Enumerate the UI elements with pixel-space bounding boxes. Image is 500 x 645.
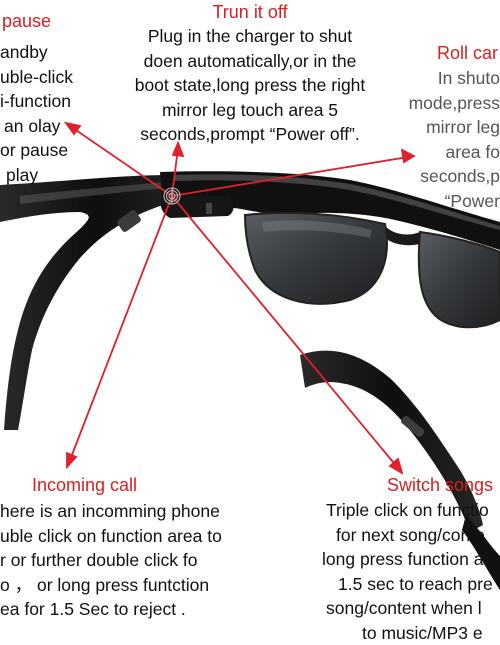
touch-fingerprint-icon <box>164 188 180 204</box>
camera-line: mirror leg <box>409 115 500 140</box>
pause-line: play <box>0 163 73 188</box>
switch-songs-line: for next song/conte <box>326 523 493 548</box>
pause-line: uble-click <box>0 65 73 90</box>
incoming-call-line: r or further double click fo <box>0 548 222 573</box>
camera-heading: Roll car <box>437 42 498 64</box>
camera-line: seconds,p <box>409 164 500 189</box>
incoming-call-line: here is an incomming phone <box>0 499 222 524</box>
incoming-call-line: ea for 1.5 Sec to reject . <box>0 597 222 622</box>
switch-songs-line: to music/MP3 e <box>326 621 493 645</box>
incoming-call-line: o ， or long press funtction <box>0 573 222 598</box>
power-off-heading: Trun it off <box>150 1 350 23</box>
incoming-call-heading: Incoming call <box>32 474 137 496</box>
power-off-line: mirror leg touch area 5 <box>105 98 395 123</box>
power-off-line: seconds,prompt “Power off”. <box>105 122 395 147</box>
switch-songs-line: Triple click on functio <box>326 498 493 523</box>
switch-songs-line: song/content when l <box>326 596 493 621</box>
switch-songs-line: long press function a <box>322 547 493 572</box>
bridge <box>385 226 420 245</box>
switch-songs-line: 1.5 sec to reach pre <box>326 572 493 597</box>
pause-line: andby <box>0 40 73 65</box>
pause-line: or pause <box>0 138 73 163</box>
pause-line: an olay <box>0 114 73 139</box>
switch-songs-heading: Switch songs <box>387 474 493 496</box>
left-temple-arm <box>0 175 190 430</box>
incoming-call-line: uble click on function area to <box>0 524 222 549</box>
pause-text: andby uble-click i-function an olay or p… <box>0 40 73 187</box>
camera-line: “Power <box>409 189 500 214</box>
power-off-line: doen automatically,or in the <box>105 49 395 74</box>
hinge-notch <box>206 203 212 214</box>
power-off-line: Plug in the charger to shut <box>105 24 395 49</box>
camera-line: area fo <box>409 140 500 165</box>
switch-songs-text: Triple click on functio for next song/co… <box>326 498 493 645</box>
power-off-text: Plug in the charger to shut doen automat… <box>105 24 395 147</box>
power-off-line: boot state,long press the right <box>105 73 395 98</box>
pause-heading: pause <box>2 10 51 32</box>
pause-line: i-function <box>0 89 73 114</box>
camera-line: In shuto <box>409 66 500 91</box>
right-lens <box>419 232 500 327</box>
camera-text: In shuto mode,press mirror leg area fo s… <box>409 66 500 213</box>
camera-line: mode,press <box>409 91 500 116</box>
incoming-call-text: here is an incomming phone uble click on… <box>0 499 222 622</box>
